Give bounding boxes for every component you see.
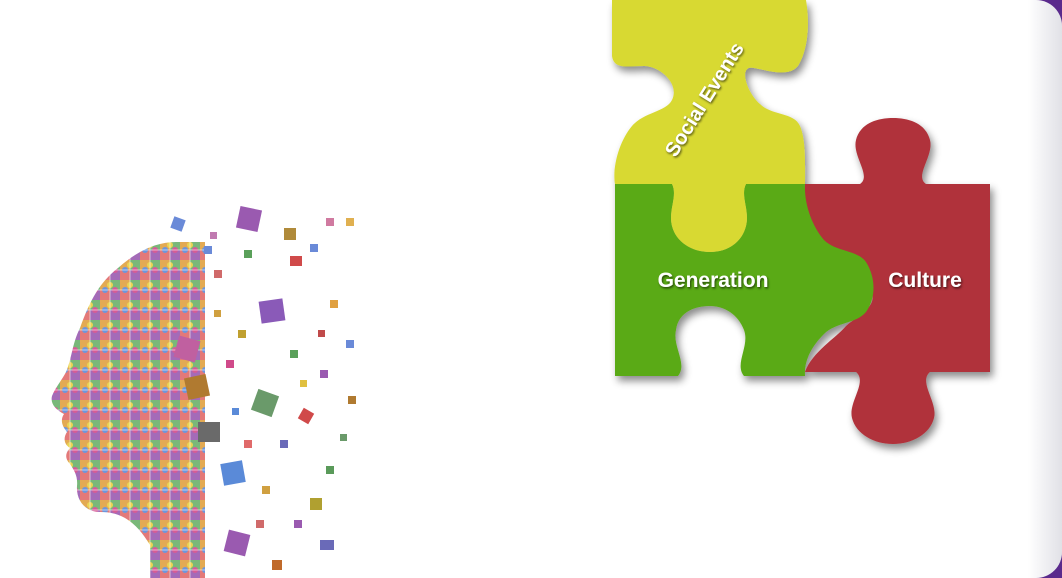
puzzle-diagram xyxy=(612,0,990,444)
puzzle-piece-social-events xyxy=(612,0,808,252)
puzzle-piece-culture xyxy=(803,118,990,444)
scattered-puzzle-pieces xyxy=(170,205,356,570)
label-culture: Culture xyxy=(888,269,962,292)
puzzle-head-illustration xyxy=(51,205,356,578)
puzzle-piece-generation xyxy=(615,184,874,376)
label-generation: Generation xyxy=(658,269,769,292)
